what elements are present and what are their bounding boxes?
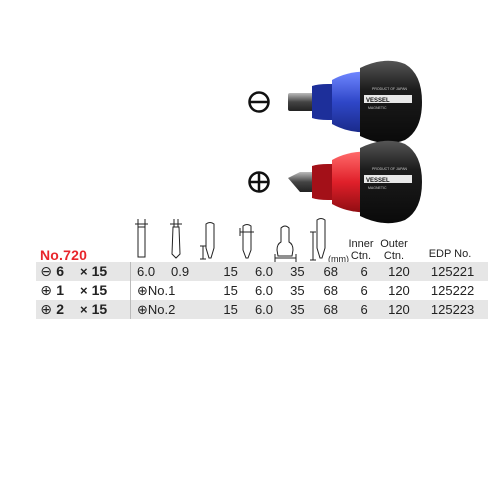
svg-text:VESSEL: VESSEL bbox=[366, 178, 390, 184]
phillips-symbol-icon bbox=[248, 171, 270, 193]
slotted-symbol-icon bbox=[248, 91, 270, 113]
tip-length-value: 15 bbox=[223, 264, 238, 279]
inner-ctn-value: 6 bbox=[360, 302, 368, 317]
units-label: (mm) bbox=[328, 254, 349, 264]
size-cell: 6 bbox=[56, 263, 65, 279]
overall-length-icon bbox=[310, 218, 326, 261]
handle-length-value: 35 bbox=[290, 283, 305, 298]
edp-value: 125222 bbox=[430, 283, 475, 298]
inner-header-line2: Ctn. bbox=[350, 250, 372, 262]
tip-cell: 6.0 0.9 bbox=[131, 262, 214, 281]
edp-header: EDP No. bbox=[428, 248, 472, 260]
handle-length-value: 35 bbox=[290, 264, 305, 279]
tip-length-icon bbox=[200, 222, 215, 260]
shank-diameter-icon bbox=[239, 224, 254, 259]
length-cell: 15 bbox=[87, 262, 132, 281]
size-cell: 2 bbox=[56, 301, 65, 317]
dimension-diagrams bbox=[135, 218, 326, 262]
tip-length-value: 15 bbox=[223, 302, 238, 317]
inner-ctn-header: Inner Ctn. bbox=[346, 238, 376, 262]
times-sign: × bbox=[79, 283, 88, 298]
table-row: ⊖ 6 × 15 6.0 0.9 15 6.0 35 68 6 120 12522… bbox=[36, 262, 488, 281]
outer-header-line1: Outer bbox=[380, 238, 408, 250]
inner-ctn-value: 6 bbox=[360, 283, 368, 298]
tip-width-value: 6.0 bbox=[137, 264, 156, 279]
edp-value: 125223 bbox=[430, 302, 475, 317]
size-cell: 1 bbox=[56, 282, 65, 298]
shank-diameter-value: 6.0 bbox=[254, 264, 274, 279]
svg-text:MAGNETIC: MAGNETIC bbox=[368, 106, 387, 110]
length-cell: 15 bbox=[87, 300, 132, 319]
svg-text:VESSEL: VESSEL bbox=[366, 98, 390, 104]
tip-type-icon: ⊖ bbox=[40, 263, 52, 279]
tip-type-icon: ⊕ bbox=[40, 282, 52, 298]
overall-length-value: 68 bbox=[323, 283, 338, 298]
blade-width-icon bbox=[135, 219, 148, 258]
phillips-screwdriver-icon: VESSEL PRODUCT OF JAPAN MAGNETIC bbox=[288, 140, 422, 224]
tip-thickness-value: 0.9 bbox=[171, 264, 190, 279]
tip-full-value: ⊕No.2 bbox=[137, 302, 176, 317]
outer-ctn-value: 120 bbox=[388, 264, 410, 279]
times-sign: × bbox=[79, 264, 88, 279]
overall-length-value: 68 bbox=[323, 302, 338, 317]
inner-header-line1: Inner bbox=[348, 238, 374, 250]
svg-text:MAGNETIC: MAGNETIC bbox=[368, 186, 387, 190]
handle-length-value: 35 bbox=[290, 302, 305, 317]
tip-type-icon: ⊕ bbox=[40, 301, 52, 317]
product-image: VESSEL PRODUCT OF JAPAN MAGNETIC VESSEL … bbox=[248, 60, 422, 224]
shank-diameter-value: 6.0 bbox=[254, 302, 274, 317]
tip-length-value: 15 bbox=[223, 283, 238, 298]
table-row: ⊕ 2 × 15 ⊕No.2 15 6.0 35 68 6 120 125223 bbox=[36, 300, 488, 319]
handle-length-icon bbox=[274, 225, 297, 262]
overall-length-value: 68 bbox=[323, 264, 338, 279]
tip-cell: ⊕No.2 bbox=[131, 300, 214, 319]
outer-ctn-value: 120 bbox=[388, 302, 410, 317]
spec-table: ⊖ 6 × 15 6.0 0.9 15 6.0 35 68 6 120 12522… bbox=[36, 262, 488, 319]
shank-diameter-value: 6.0 bbox=[254, 283, 274, 298]
outer-ctn-value: 120 bbox=[388, 283, 410, 298]
tip-full-value: ⊕No.1 bbox=[137, 283, 176, 298]
outer-ctn-header: Outer Ctn. bbox=[376, 238, 412, 262]
svg-text:PRODUCT OF JAPAN: PRODUCT OF JAPAN bbox=[372, 167, 408, 171]
length-cell: 15 bbox=[87, 281, 132, 300]
table-row: ⊕ 1 × 15 ⊕No.1 15 6.0 35 68 6 120 125222 bbox=[36, 281, 488, 300]
slotted-screwdriver-icon: VESSEL PRODUCT OF JAPAN MAGNETIC bbox=[288, 60, 422, 144]
model-number: No.720 bbox=[40, 247, 88, 263]
outer-header-line2: Ctn. bbox=[383, 250, 405, 262]
blade-thickness-icon bbox=[170, 219, 182, 259]
inner-ctn-value: 6 bbox=[360, 264, 368, 279]
tip-cell: ⊕No.1 bbox=[131, 281, 214, 300]
times-sign: × bbox=[79, 302, 88, 317]
edp-value: 125221 bbox=[430, 264, 475, 279]
svg-text:PRODUCT OF JAPAN: PRODUCT OF JAPAN bbox=[372, 87, 408, 91]
